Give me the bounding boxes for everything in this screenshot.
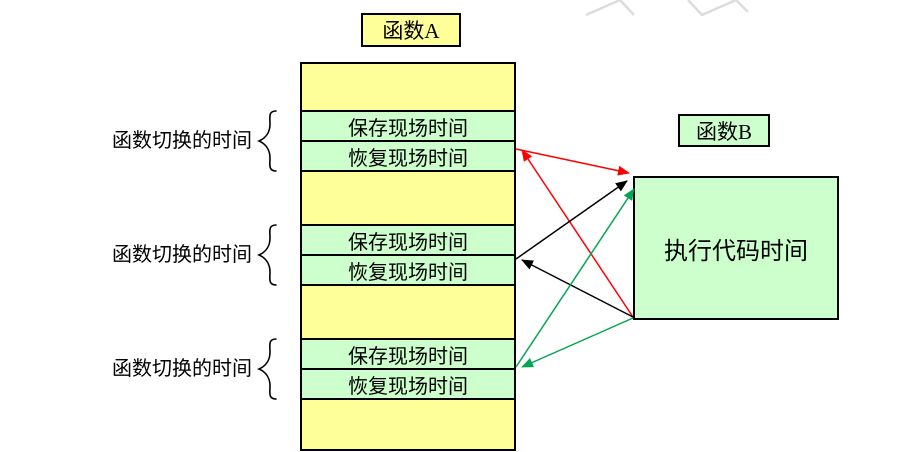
restore-context-box-2: 恢复现场时间 [300,254,516,286]
switch-time-label-1: 函数切换的时间 [112,130,252,152]
brace-2 [256,224,277,286]
brace-3 [256,338,277,400]
restore-context-box-1: 恢复现场时间 [300,140,516,172]
save-context-box-1: 保存现场时间 [300,110,516,142]
arrow-return-to-a-1 [521,149,634,318]
function-b-body: 执行代码时间 [633,176,839,320]
arrow-return-to-a-3 [521,317,634,368]
arrow-switch-to-b-3 [515,188,635,368]
save-context-box-2: 保存现场时间 [300,224,516,256]
save-context-box-3: 保存现场时间 [300,338,516,370]
function-b-title: 函数B [678,114,770,147]
function-a-title: 函数A [361,13,461,47]
switch-time-label-2: 函数切换的时间 [112,244,252,266]
brace-1 [256,110,277,172]
arrow-return-to-a-2 [521,259,634,318]
restore-context-box-3: 恢复现场时间 [300,368,516,400]
arrow-switch-to-b-1 [515,148,630,176]
switch-time-label-3: 函数切换的时间 [112,358,252,380]
watermark-stroke-1 [585,0,635,17]
arrow-switch-to-b-2 [515,180,628,260]
watermark-stroke-2 [687,0,749,17]
